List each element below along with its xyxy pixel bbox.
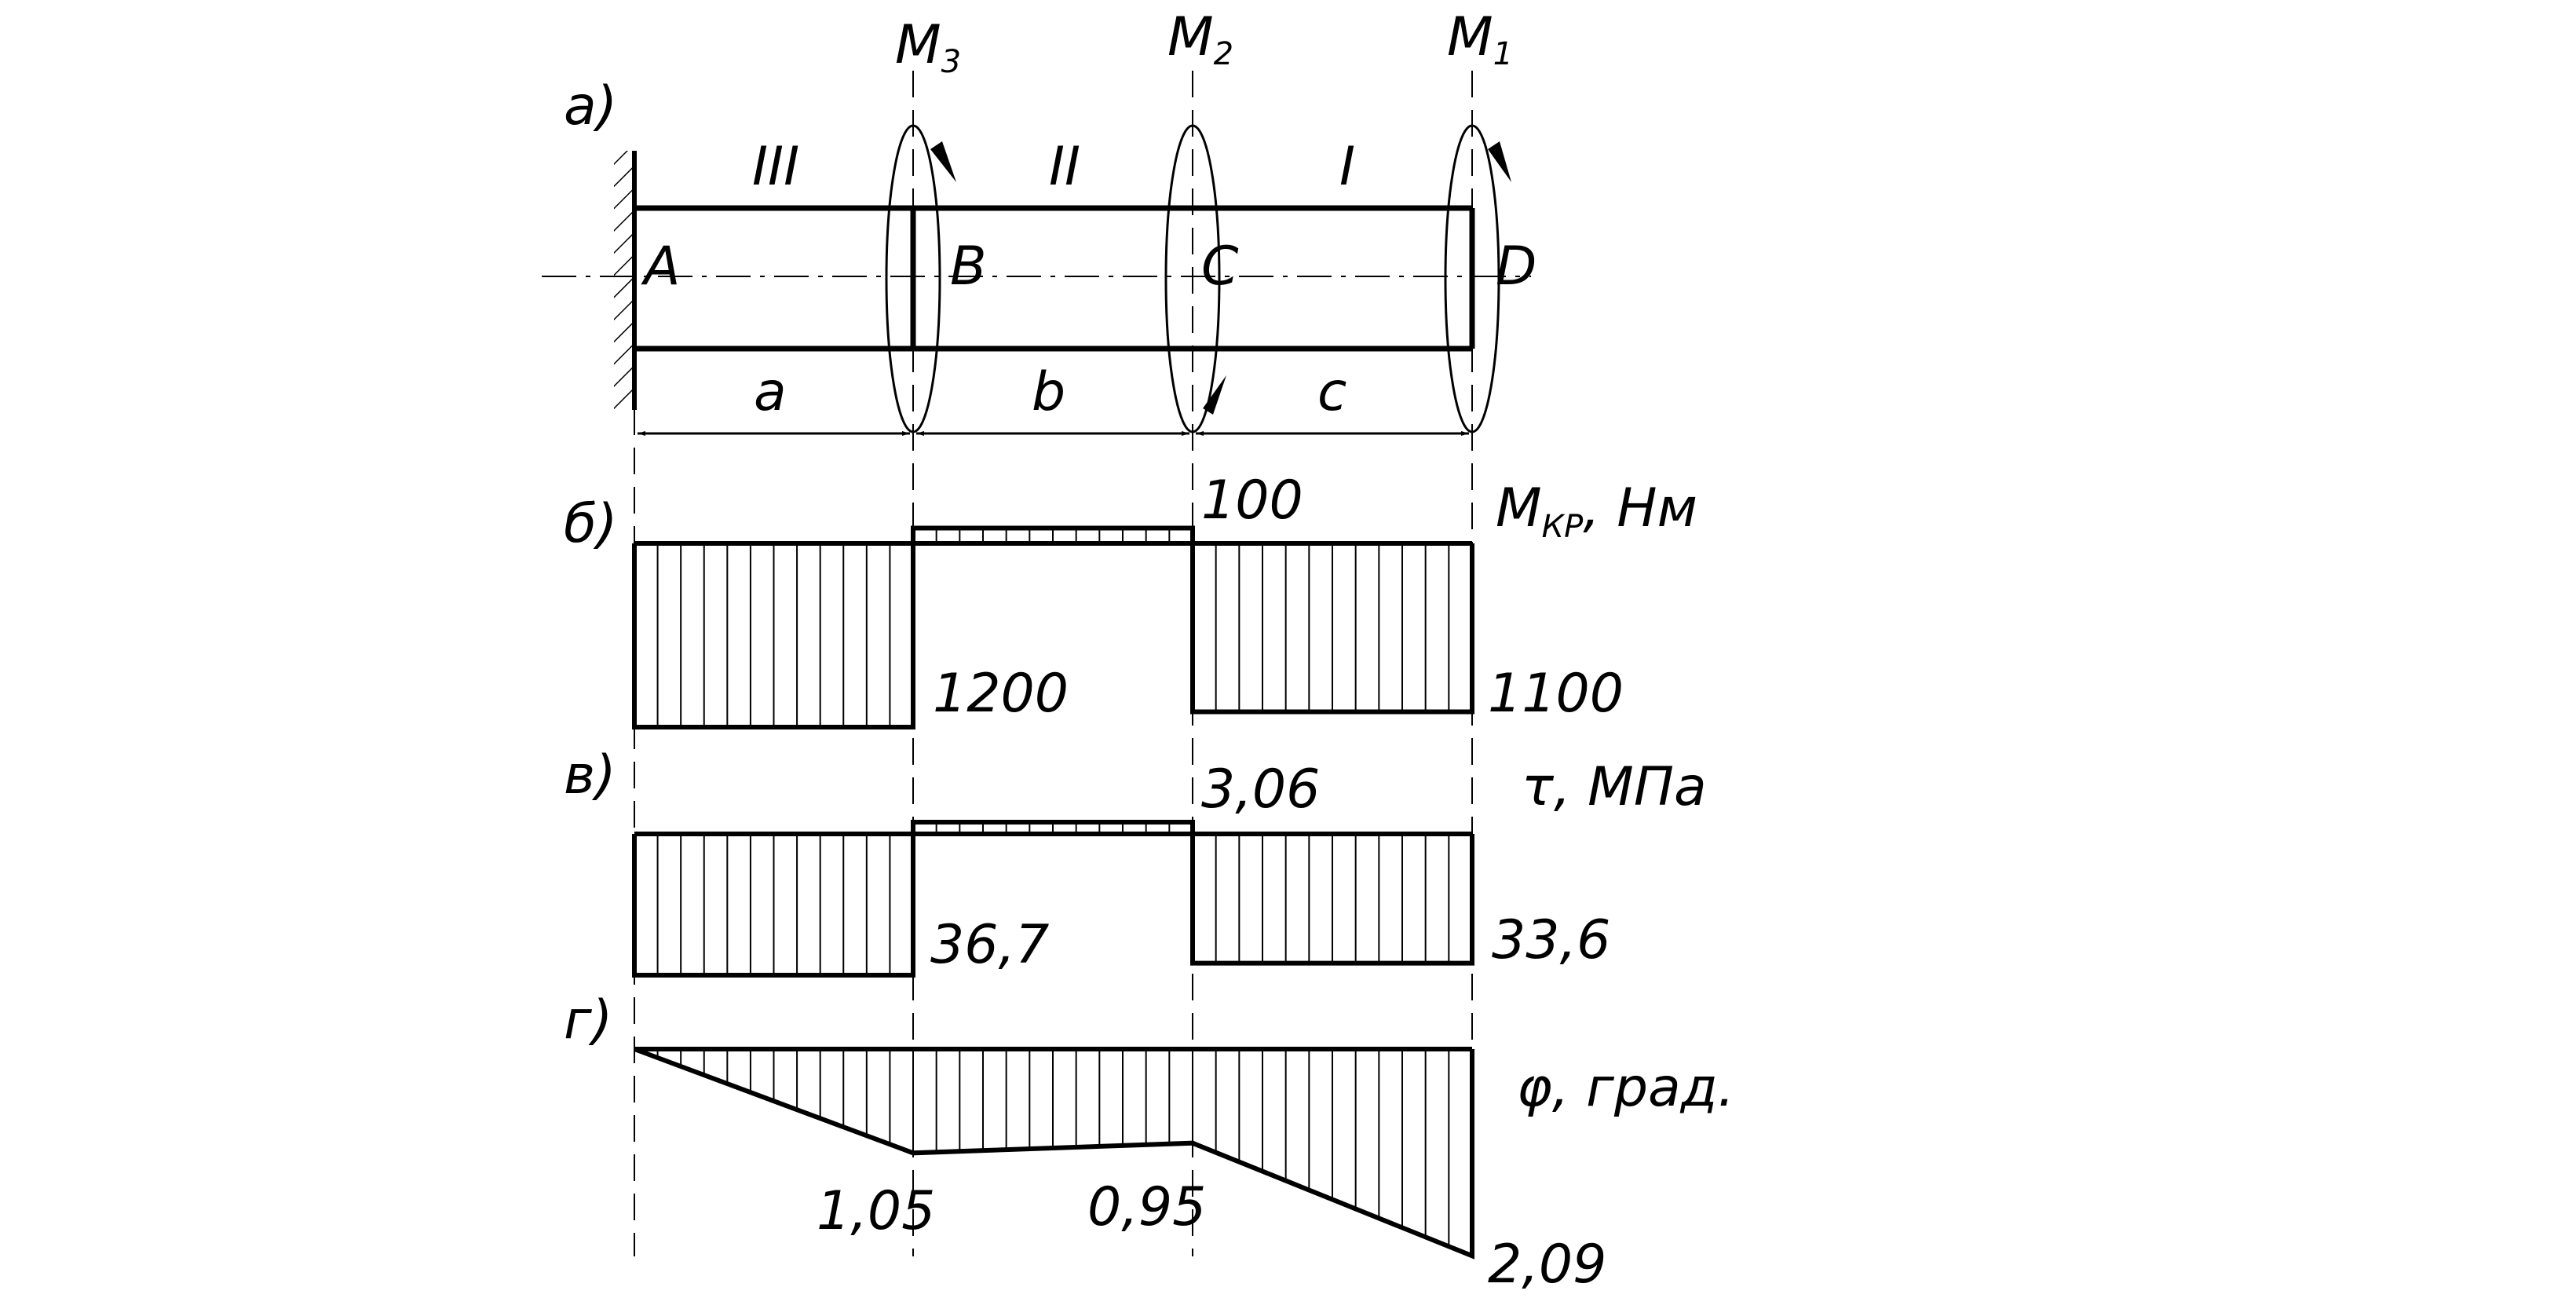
stress-panel: в) 3,06 36,7 33,6 τ, МПа (564, 744, 1707, 978)
stress-unit: τ, МПа (1522, 756, 1707, 818)
dimension-label-b: b (1032, 361, 1065, 423)
section-label-i: I (1339, 136, 1355, 198)
moment-label-m1: M1 (1447, 6, 1513, 72)
point-label-b: B (950, 236, 987, 298)
dimension-label-c: c (1317, 361, 1346, 423)
stress-hatching (656, 822, 1450, 975)
dimension-label-a: a (754, 361, 787, 423)
wall-hatching (614, 151, 634, 410)
stress-outline (632, 820, 1474, 978)
moment-arrow-m3 (930, 141, 956, 182)
shaft-panel: а) M3 M2 M1 III II I (542, 6, 1536, 436)
torque-outline (632, 525, 1474, 729)
torque-label-100: 100 (1201, 470, 1303, 532)
point-label-c: C (1201, 236, 1239, 298)
torque-hatching (656, 528, 1450, 727)
panel-label-g: г) (564, 989, 612, 1051)
panel-label-b: б) (564, 493, 617, 555)
angle-label-2-09: 2,09 (1488, 1234, 1606, 1296)
panel-label-a: а) (564, 75, 617, 137)
moment-loop-m3 (885, 124, 941, 433)
angle-unit: φ, град. (1517, 1057, 1734, 1119)
torque-label-1200: 1200 (933, 663, 1069, 725)
angle-panel: г) 1,05 0,95 2,09 φ, град. (564, 989, 1734, 1296)
moment-arrow-m2 (1203, 375, 1226, 415)
angle-label-0-95: 0,95 (1087, 1176, 1206, 1238)
torque-unit: MКР, Нм (1496, 477, 1697, 545)
section-label-iii: III (752, 136, 799, 198)
angle-label-1-05: 1,05 (817, 1180, 935, 1242)
stress-label-3-06: 3,06 (1201, 759, 1320, 821)
torque-panel: б) 100 1200 1100 MКР, Нм (564, 470, 1697, 729)
moment-label-m2: M2 (1167, 6, 1233, 72)
moment-arrow-m1 (1488, 141, 1511, 182)
moment-label-m3: M3 (895, 14, 961, 80)
point-label-d: D (1496, 236, 1536, 298)
stress-label-36-7: 36,7 (930, 914, 1049, 976)
angle-hatching (656, 1049, 1450, 1247)
section-label-ii: II (1049, 136, 1080, 198)
angle-outline (633, 1047, 1474, 1260)
stress-label-33-6: 33,6 (1492, 909, 1610, 971)
moment-loop-m2 (1164, 124, 1221, 433)
torque-label-1100: 1100 (1488, 663, 1624, 725)
panel-label-v: в) (564, 744, 616, 806)
point-label-a: A (641, 236, 681, 298)
moment-loop-m1 (1444, 124, 1500, 433)
